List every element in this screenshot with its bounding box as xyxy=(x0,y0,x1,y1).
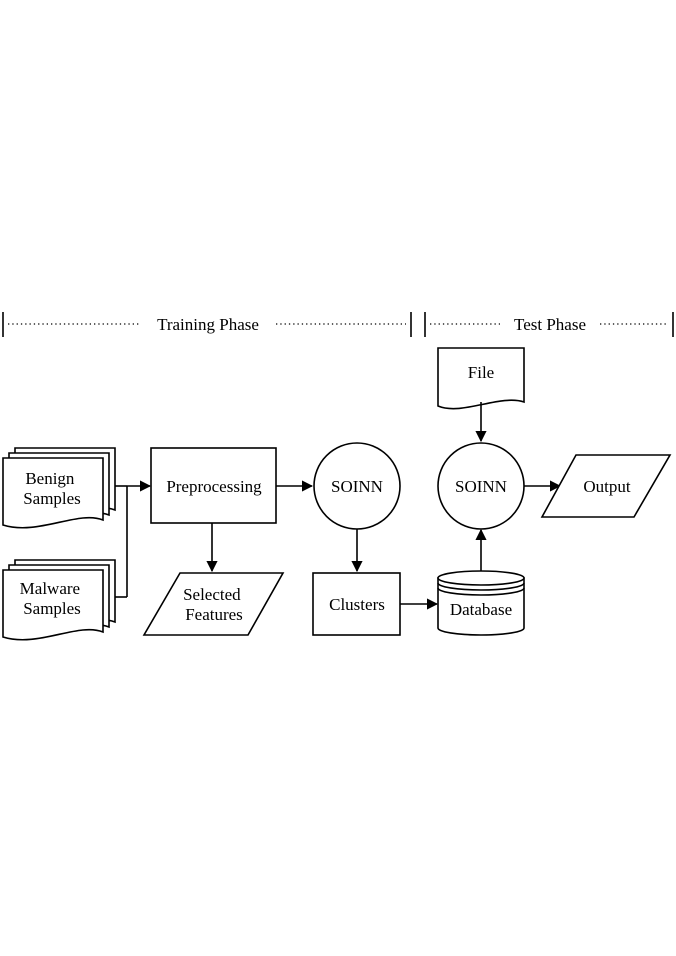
benign-samples-documents: Benign Samples xyxy=(2,447,116,529)
database-cylinder: Database xyxy=(437,570,525,636)
preprocessing-label: Preprocessing xyxy=(166,477,262,496)
benign-samples-line-2: Samples xyxy=(23,489,81,508)
soinn-test-label: SOINN xyxy=(455,477,507,496)
selected-features-line-2: Features xyxy=(185,605,243,624)
soinn-test-node: SOINN xyxy=(437,442,525,530)
clusters-label: Clusters xyxy=(329,595,385,614)
soinn-training-label: SOINN xyxy=(331,477,383,496)
malware-samples-line-1: Malware xyxy=(20,579,80,598)
training-phase-label: Training Phase xyxy=(157,315,259,334)
malware-samples-label: Malware Samples xyxy=(20,579,85,618)
database-label: Database xyxy=(450,600,512,619)
samples-to-preprocessing-connector xyxy=(115,480,152,598)
selected-features-label: Selected Features xyxy=(183,585,245,624)
benign-samples-label: Benign Samples xyxy=(23,469,81,508)
malware-samples-line-2: Samples xyxy=(23,599,81,618)
output-parallelogram: Output xyxy=(540,454,672,518)
selected-features-line-1: Selected xyxy=(183,585,241,604)
test-phase-label: Test Phase xyxy=(514,315,586,334)
preprocessing-box: Preprocessing xyxy=(150,447,277,524)
clusters-box: Clusters xyxy=(312,572,401,636)
output-label: Output xyxy=(583,477,631,496)
soinn-training-node: SOINN xyxy=(313,442,401,530)
selected-features-parallelogram: Selected Features xyxy=(142,572,285,636)
benign-samples-line-1: Benign xyxy=(25,469,75,488)
malware-samples-documents: Malware Samples xyxy=(2,559,116,641)
test-phase-span: Test Phase xyxy=(424,312,674,337)
file-label: File xyxy=(468,363,494,382)
training-phase-span: Training Phase xyxy=(2,312,412,337)
file-document: File xyxy=(437,347,525,410)
